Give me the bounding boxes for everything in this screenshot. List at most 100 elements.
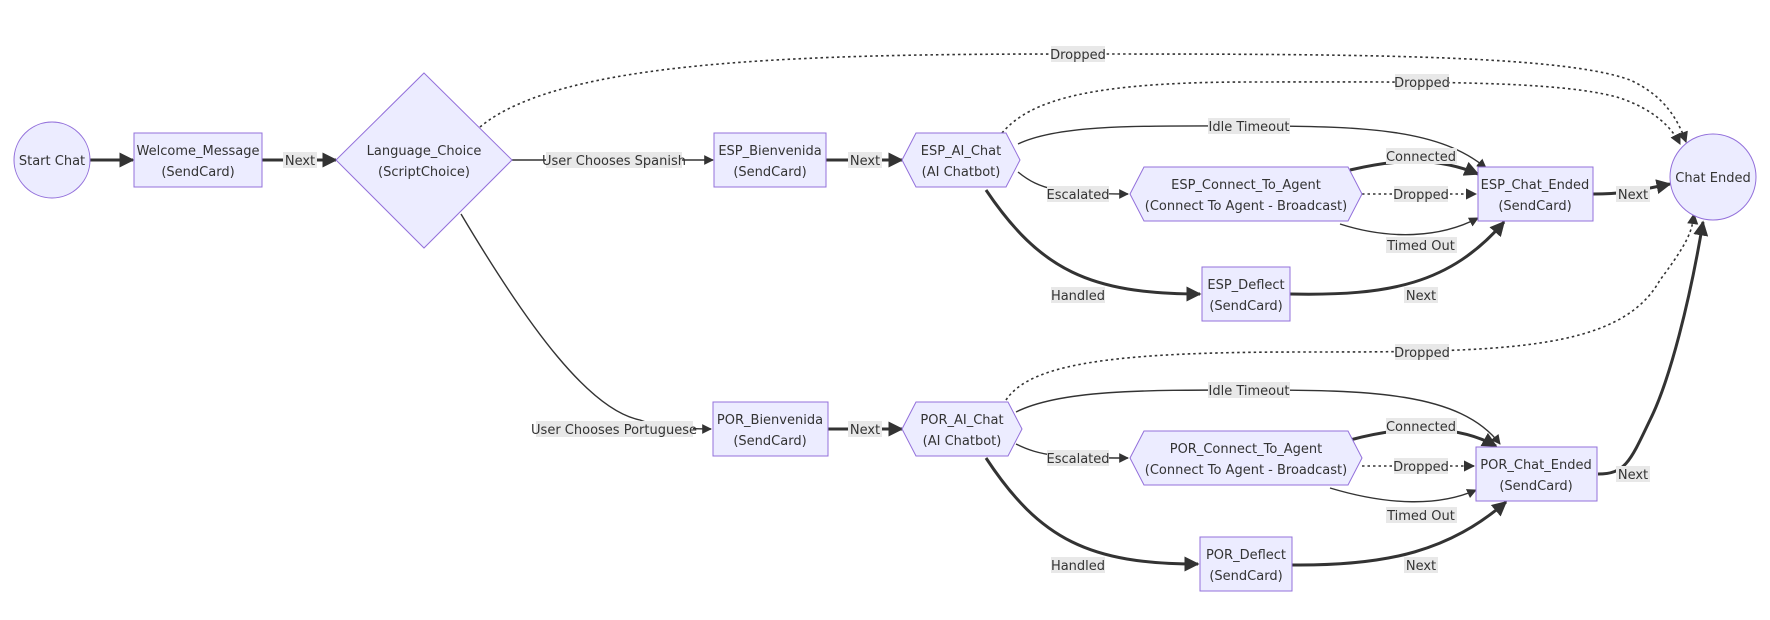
- edge-esp-ai-chat-dropped-to-chat-ended: [1001, 81, 1681, 146]
- node-por-deflect[interactable]: POR_Deflect (SendCard): [1199, 536, 1293, 592]
- edge-por-ai-chat-handled: [984, 457, 1200, 572]
- edge-por-connect-timed-out: [1329, 487, 1477, 503]
- svg-text:(SendCard): (SendCard): [1498, 199, 1571, 214]
- edge-label-esp-connect-dropped: Dropped: [1393, 186, 1449, 203]
- edge-label-esp-handled: Handled: [1051, 287, 1105, 304]
- node-chat-ended-label: Chat Ended: [1675, 171, 1750, 186]
- svg-text:(AI Chatbot): (AI Chatbot): [922, 165, 1001, 180]
- svg-text:(ScriptChoice): (ScriptChoice): [378, 165, 470, 180]
- edge-label-esp-idle-timeout: Idle Timeout: [1208, 118, 1290, 135]
- edge-label-por-ai-dropped: Dropped: [1394, 344, 1450, 361]
- node-welcome-message[interactable]: Welcome_Message (SendCard): [133, 132, 263, 188]
- edge-label-por-escalated: Escalated: [1046, 450, 1110, 467]
- edge-label-esp-chat-ended-next: Next: [1616, 186, 1650, 203]
- edge-label-user-chooses-portuguese: User Chooses Portuguese: [531, 421, 697, 438]
- svg-text:ESP_Deflect: ESP_Deflect: [1207, 278, 1284, 293]
- edge-label-esp-ai-dropped: Dropped: [1394, 74, 1450, 91]
- svg-text:ESP_Chat_Ended: ESP_Chat_Ended: [1481, 178, 1590, 193]
- edge-label-por-timed-out: Timed Out: [1386, 507, 1457, 524]
- svg-text:(SendCard): (SendCard): [733, 434, 806, 449]
- edge-label-esp-bienvenida-next: Next: [848, 152, 882, 169]
- edge-esp-deflect-next: [1289, 220, 1506, 296]
- svg-text:ESP_Bienvenida: ESP_Bienvenida: [718, 144, 821, 159]
- svg-text:Dropped: Dropped: [1050, 48, 1106, 63]
- svg-text:Dropped: Dropped: [1394, 76, 1450, 91]
- edge-por-chat-ended-to-chat-ended: [1597, 220, 1709, 476]
- svg-text:(SendCard): (SendCard): [1209, 569, 1282, 584]
- edge-por-ai-chat-dropped-to-chat-ended: [1005, 212, 1699, 401]
- svg-text:POR_AI_Chat: POR_AI_Chat: [920, 413, 1003, 428]
- svg-text:POR_Chat_Ended: POR_Chat_Ended: [1480, 458, 1591, 473]
- svg-text:Idle Timeout: Idle Timeout: [1209, 120, 1290, 135]
- edge-label-esp-deflect-next: Next: [1404, 287, 1438, 304]
- node-start-chat[interactable]: Start Chat: [13, 121, 91, 199]
- edge-esp-ai-chat-handled: [984, 189, 1202, 302]
- node-esp-deflect[interactable]: ESP_Deflect (SendCard): [1201, 266, 1291, 322]
- svg-text:Next: Next: [285, 154, 315, 169]
- node-esp-connect-to-agent[interactable]: ESP_Connect_To_Agent (Connect To Agent -…: [1129, 166, 1363, 222]
- edge-label-esp-connected: Connected: [1386, 148, 1457, 165]
- node-por-bienvenida[interactable]: POR_Bienvenida (SendCard): [712, 401, 829, 457]
- svg-text:Welcome_Message: Welcome_Message: [137, 144, 260, 159]
- edge-label-por-connected: Connected: [1386, 418, 1457, 435]
- node-start-chat-label: Start Chat: [19, 154, 85, 169]
- svg-text:(SendCard): (SendCard): [1209, 299, 1282, 314]
- nodes: Start Chat Welcome_Message (SendCard) La…: [13, 72, 1757, 592]
- svg-text:Handled: Handled: [1051, 559, 1105, 574]
- node-por-connect-to-agent[interactable]: POR_Connect_To_Agent (Connect To Agent -…: [1129, 430, 1363, 486]
- edge-labels: Next User Chooses Spanish User Chooses P…: [283, 46, 1650, 574]
- svg-text:(Connect To Agent - Broadcast): (Connect To Agent - Broadcast): [1145, 199, 1347, 214]
- svg-text:Connected: Connected: [1386, 150, 1456, 165]
- svg-text:Next: Next: [1618, 188, 1648, 203]
- svg-text:POR_Connect_To_Agent: POR_Connect_To_Agent: [1170, 442, 1323, 457]
- edge-label-por-bienvenida-next: Next: [848, 421, 882, 438]
- svg-text:Timed Out: Timed Out: [1386, 509, 1455, 524]
- svg-text:Timed Out: Timed Out: [1386, 239, 1455, 254]
- edge-label-esp-escalated: Escalated: [1046, 186, 1110, 203]
- node-esp-bienvenida[interactable]: ESP_Bienvenida (SendCard): [713, 132, 827, 188]
- node-esp-ai-chat[interactable]: ESP_AI_Chat (AI Chatbot): [901, 132, 1021, 188]
- svg-text:ESP_Connect_To_Agent: ESP_Connect_To_Agent: [1171, 178, 1321, 193]
- svg-text:ESP_AI_Chat: ESP_AI_Chat: [921, 144, 1001, 159]
- node-por-chat-ended[interactable]: POR_Chat_Ended (SendCard): [1475, 446, 1598, 502]
- node-language-choice[interactable]: Language_Choice (ScriptChoice): [335, 72, 513, 249]
- svg-text:POR_Bienvenida: POR_Bienvenida: [717, 413, 823, 428]
- svg-text:Idle Timeout: Idle Timeout: [1209, 384, 1290, 399]
- svg-text:Next: Next: [850, 154, 880, 169]
- svg-text:Language_Choice: Language_Choice: [367, 144, 482, 159]
- svg-text:(SendCard): (SendCard): [1499, 479, 1572, 494]
- edge-label-esp-timed-out: Timed Out: [1386, 237, 1457, 254]
- edge-label-por-connect-dropped: Dropped: [1393, 458, 1449, 475]
- svg-text:Next: Next: [1618, 468, 1648, 483]
- edge-label-por-chat-ended-next: Next: [1616, 466, 1650, 483]
- svg-text:(AI Chatbot): (AI Chatbot): [923, 434, 1002, 449]
- edge-por-deflect-next: [1291, 500, 1508, 567]
- svg-text:Dropped: Dropped: [1393, 460, 1449, 475]
- svg-text:Connected: Connected: [1386, 420, 1456, 435]
- svg-text:Dropped: Dropped: [1394, 346, 1450, 361]
- svg-text:POR_Deflect: POR_Deflect: [1206, 548, 1286, 563]
- svg-text:Handled: Handled: [1051, 289, 1105, 304]
- svg-text:User Chooses Spanish: User Chooses Spanish: [542, 154, 686, 169]
- edge-label-por-deflect-next: Next: [1404, 557, 1438, 574]
- svg-text:(SendCard): (SendCard): [733, 165, 806, 180]
- edge-language-to-por-bienvenida: [460, 213, 712, 434]
- node-esp-chat-ended[interactable]: ESP_Chat_Ended (SendCard): [1477, 166, 1594, 222]
- edge-label-welcome-next: Next: [283, 152, 317, 169]
- svg-text:Next: Next: [850, 423, 880, 438]
- node-por-ai-chat[interactable]: POR_AI_Chat (AI Chatbot): [901, 401, 1023, 457]
- svg-text:Escalated: Escalated: [1046, 188, 1109, 203]
- edge-label-por-handled: Handled: [1051, 557, 1105, 574]
- edge-label-user-chooses-spanish: User Chooses Spanish: [542, 152, 686, 169]
- svg-text:Dropped: Dropped: [1393, 188, 1449, 203]
- edge-label-language-dropped: Dropped: [1050, 46, 1106, 63]
- edge-label-por-idle-timeout: Idle Timeout: [1208, 382, 1290, 399]
- edge-language-dropped-to-chat-ended: [479, 53, 1688, 144]
- svg-text:User Chooses Portuguese: User Chooses Portuguese: [531, 423, 697, 438]
- node-chat-ended[interactable]: Chat Ended: [1669, 133, 1757, 221]
- svg-text:(SendCard): (SendCard): [161, 165, 234, 180]
- svg-text:Next: Next: [1406, 559, 1436, 574]
- svg-text:Escalated: Escalated: [1046, 452, 1109, 467]
- edge-esp-connect-timed-out: [1339, 217, 1479, 236]
